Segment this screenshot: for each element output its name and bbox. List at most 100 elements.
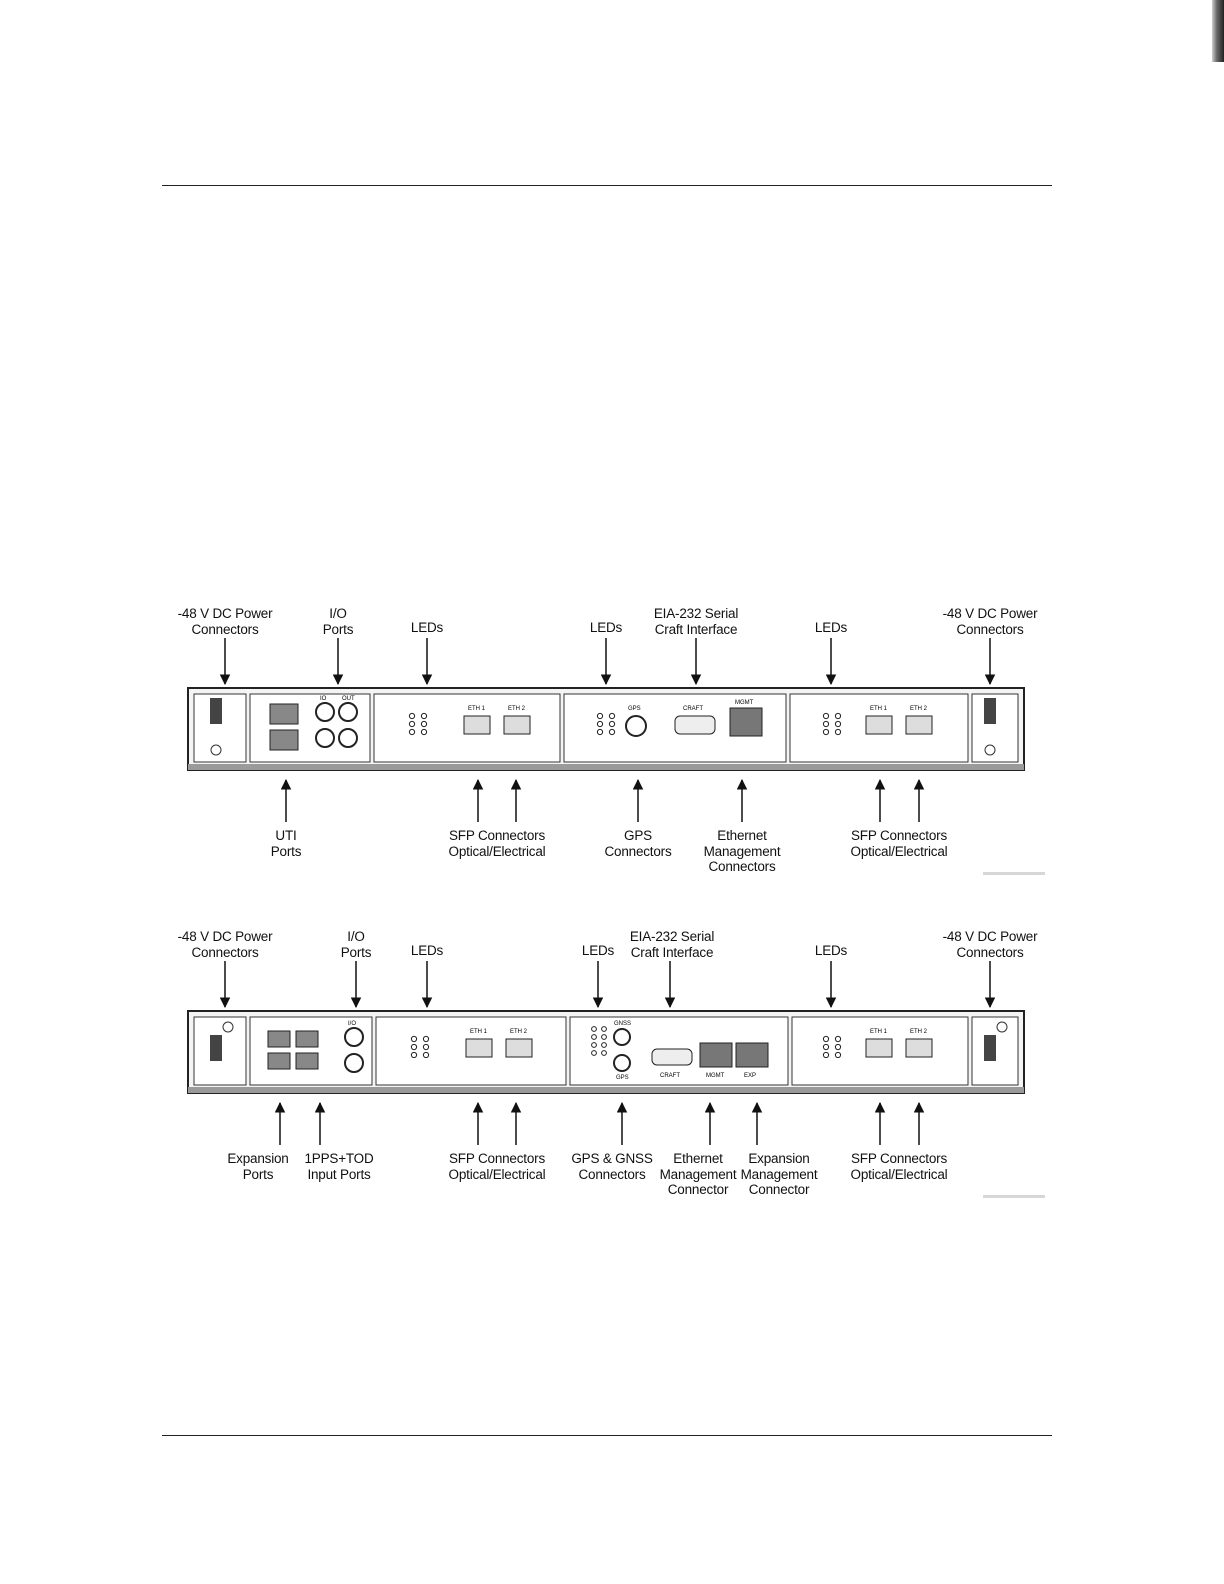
led-group-1	[408, 712, 428, 736]
led-group-2	[591, 1026, 607, 1056]
uti-port-1	[269, 703, 299, 725]
exp-text: EXP	[744, 1073, 756, 1079]
gnss-text: GNSS	[614, 1021, 631, 1027]
figure-id-mark	[983, 872, 1045, 875]
gnss-connector	[613, 1028, 631, 1046]
io-bnc-1	[344, 1027, 364, 1047]
arrows-above	[219, 638, 996, 686]
expansion-port-2	[267, 1052, 291, 1070]
gps-connector	[613, 1054, 631, 1072]
eth2-text-a: ETH 2	[508, 706, 526, 712]
io-bnc-2	[338, 702, 358, 722]
pps-tod-port-2	[295, 1052, 319, 1070]
sfp-port-eth1-b	[865, 1038, 893, 1058]
io-out-text: OUT	[342, 696, 355, 702]
rj45-exp-port	[735, 1042, 769, 1068]
arrows-below	[274, 1101, 925, 1145]
pps-tod-port-1	[295, 1030, 319, 1048]
db9-craft-port	[674, 715, 716, 735]
chassis-base	[188, 764, 1024, 770]
figure-id-mark	[983, 1195, 1045, 1198]
eth2-text-b: ETH 2	[910, 706, 928, 712]
rear-panel-drawing: I/O ETH 1 ETH 2 GNSS GPS	[187, 961, 1025, 1145]
rj45-mgmt-port	[699, 1042, 733, 1068]
gps-text: GPS	[628, 706, 641, 712]
eth1-text-a: ETH 1	[470, 1029, 488, 1035]
mgmt-text: MGMT	[735, 700, 754, 706]
io-bnc-2	[344, 1053, 364, 1073]
eth2-text-a: ETH 2	[510, 1029, 528, 1035]
io-text: I/O	[348, 1021, 356, 1027]
io-bnc-1	[315, 702, 335, 722]
sfp-port-eth2-b	[905, 715, 933, 735]
sfp-port-eth2-a	[503, 715, 531, 735]
figure-top-rear-panel: IO OUT ETH 1 ETH 2 GPS CRAFT	[170, 600, 1050, 890]
uti-port-2	[269, 729, 299, 751]
header-rule	[162, 185, 1052, 186]
ground-screw-left	[222, 1021, 234, 1033]
eth1-text-a: ETH 1	[468, 706, 486, 712]
eth2-text-b: ETH 2	[910, 1029, 928, 1035]
chassis-base	[188, 1087, 1024, 1093]
eth1-text-b: ETH 1	[870, 1029, 888, 1035]
page-edge-tab	[1212, 0, 1224, 62]
sfp-port-eth1-b	[865, 715, 893, 735]
ground-screw-left	[210, 744, 222, 756]
ground-screw-right	[996, 1021, 1008, 1033]
power-connector-left	[210, 1035, 222, 1061]
led-group-3	[822, 1035, 842, 1059]
sfp-port-eth2-b	[905, 1038, 933, 1058]
footer-rule	[162, 1435, 1052, 1436]
craft-text: CRAFT	[683, 706, 703, 712]
mgmt-text: MGMT	[706, 1073, 725, 1079]
led-group-3	[822, 712, 842, 736]
expansion-port-1	[267, 1030, 291, 1048]
eth1-text-b: ETH 1	[870, 706, 888, 712]
sfp-port-eth1-a	[465, 1038, 493, 1058]
callout-leds-3: LEDs	[814, 620, 848, 635]
power-connector-left	[210, 698, 222, 724]
callout-leds-1: LEDs	[410, 620, 444, 635]
callout-leds-2: LEDs	[581, 943, 615, 958]
power-connector-right	[984, 698, 996, 724]
rear-panel-drawing: IO OUT ETH 1 ETH 2 GPS CRAFT	[187, 638, 1025, 822]
callout-leds-1: LEDs	[410, 943, 444, 958]
led-group-1	[410, 1035, 430, 1059]
io-bnc-4	[338, 728, 358, 748]
callout-leds-3: LEDs	[814, 943, 848, 958]
arrows-below	[280, 778, 925, 822]
figure-bottom-rear-panel: I/O ETH 1 ETH 2 GNSS GPS	[170, 923, 1050, 1213]
craft-text: CRAFT	[660, 1073, 680, 1079]
io-in-text: IO	[320, 696, 327, 702]
power-connector-right	[984, 1035, 996, 1061]
io-bnc-3	[315, 728, 335, 748]
ground-screw-right	[984, 744, 996, 756]
sfp-port-eth2-a	[505, 1038, 533, 1058]
callout-leds-2: LEDs	[589, 620, 623, 635]
gps-connector	[625, 715, 647, 737]
led-group-2	[596, 712, 616, 736]
gps-text: GPS	[616, 1075, 629, 1081]
rj45-mgmt-port	[729, 707, 763, 737]
sfp-port-eth1-a	[463, 715, 491, 735]
